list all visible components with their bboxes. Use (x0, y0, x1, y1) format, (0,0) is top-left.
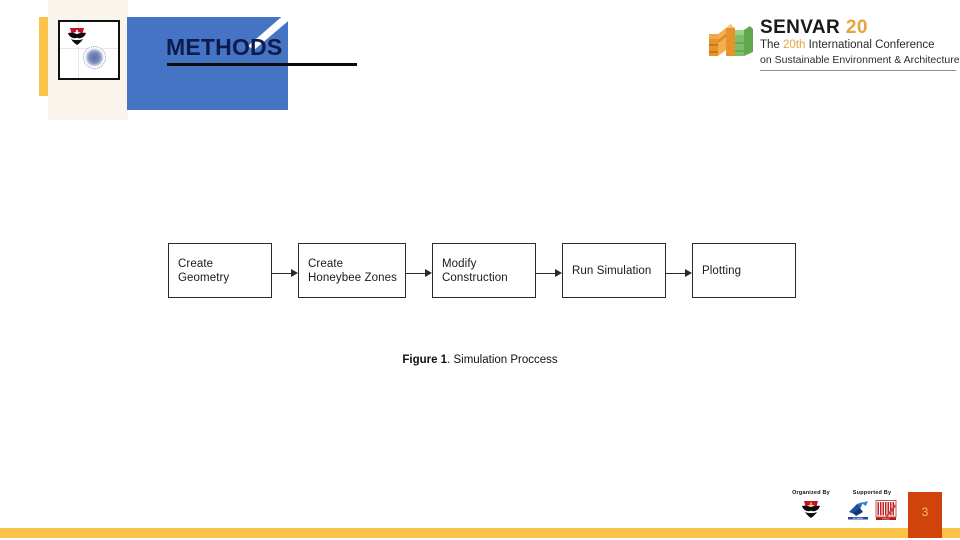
svg-text:IAI JABAR: IAI JABAR (853, 517, 864, 520)
logo-guide-line-vertical (78, 22, 79, 78)
flow-step-label: Create Geometry (178, 257, 230, 284)
page-number: 3 (921, 505, 929, 519)
senvar-blocks-icon (709, 24, 753, 56)
page-title: METHODS (166, 34, 283, 60)
senvar-subtitle-line1: The 20th International Conference (760, 38, 956, 53)
organized-by-group: Organized By (783, 490, 839, 521)
header-gradient-band (288, 17, 608, 80)
iai-logo-icon: IAI JABAR (848, 501, 868, 520)
senvar-name: SENVAR (760, 17, 841, 38)
organized-by-label: Organized By (792, 490, 830, 496)
senvar-subtitle-prefix: The (760, 39, 784, 51)
senvar-subtitle-line2: on Sustainable Environment & Architectur… (760, 54, 960, 66)
organized-by-logos (783, 499, 839, 521)
flow-arrow-head (555, 269, 562, 277)
flow-step-box: Create Honeybee Zones (298, 243, 406, 298)
flow-step-box: Run Simulation (562, 243, 666, 298)
flow-arrow (666, 269, 692, 278)
page-title-underline (167, 63, 357, 66)
flow-step-box: Plotting (692, 243, 796, 298)
senvar-subtitle-suffix: International Conference (805, 39, 935, 51)
upi-logo (58, 20, 120, 80)
footer-accent-bar (0, 528, 960, 538)
flow-arrow-shaft (272, 273, 291, 274)
senvar-edition-number: 20 (845, 17, 868, 38)
supported-by-label: Supported By (852, 490, 892, 496)
flow-arrow-shaft (536, 273, 555, 274)
svg-text:DPK-ID: DPK-ID (882, 519, 890, 521)
flow-step-label: Plotting (702, 264, 742, 277)
senvar-underline (760, 70, 956, 71)
flow-step-label: Create Honeybee Zones (308, 257, 397, 284)
supported-by-group: Supported By IAI JABAR (841, 490, 903, 521)
supported-by-logos: IAI JABAR DPK-ID (841, 499, 903, 521)
page-number-badge (908, 492, 942, 532)
figure-caption-text: . Simulation Proccess (447, 354, 558, 366)
upi-crest-icon (68, 28, 86, 45)
senvar-subtitle-ordinal: 20th (783, 39, 806, 51)
institution-seal-icon (83, 46, 106, 69)
flow-step-box: Modify Construction (432, 243, 536, 298)
flow-arrow (272, 269, 298, 278)
senvar-name-line: SENVAR 20 (760, 18, 956, 38)
flow-step-label: Run Simulation (572, 264, 652, 277)
flow-arrow-head (685, 269, 692, 277)
figure-caption-label: Figure 1 (402, 354, 448, 366)
diagonal-slash-decoration (248, 6, 300, 50)
senvar-conference-logo: SENVAR 20 The 20th International Confere… (707, 18, 960, 74)
flow-arrow (406, 269, 432, 278)
simulation-process-flowchart: Create Geometry Create Honeybee Zones Modi… (168, 243, 798, 299)
dpkid-logo-icon: DPK-ID (875, 500, 897, 521)
flow-arrow-shaft (406, 273, 425, 274)
flow-arrow-head (291, 269, 298, 277)
senvar-text-block: SENVAR 20 The 20th International Confere… (760, 18, 960, 67)
flow-step-box: Create Geometry (168, 243, 272, 298)
flow-arrow-shaft (666, 273, 685, 274)
flow-arrow (536, 269, 562, 278)
footer-accent-bar-notch (908, 528, 942, 538)
footer-logo-group: Organized By Supported By (783, 490, 903, 535)
upi-logo-footer-icon (802, 501, 820, 518)
figure-caption: Figure 1. Simulation Proccess (0, 354, 960, 366)
flow-arrow-head (425, 269, 432, 277)
flow-step-label: Modify Construction (442, 257, 508, 284)
